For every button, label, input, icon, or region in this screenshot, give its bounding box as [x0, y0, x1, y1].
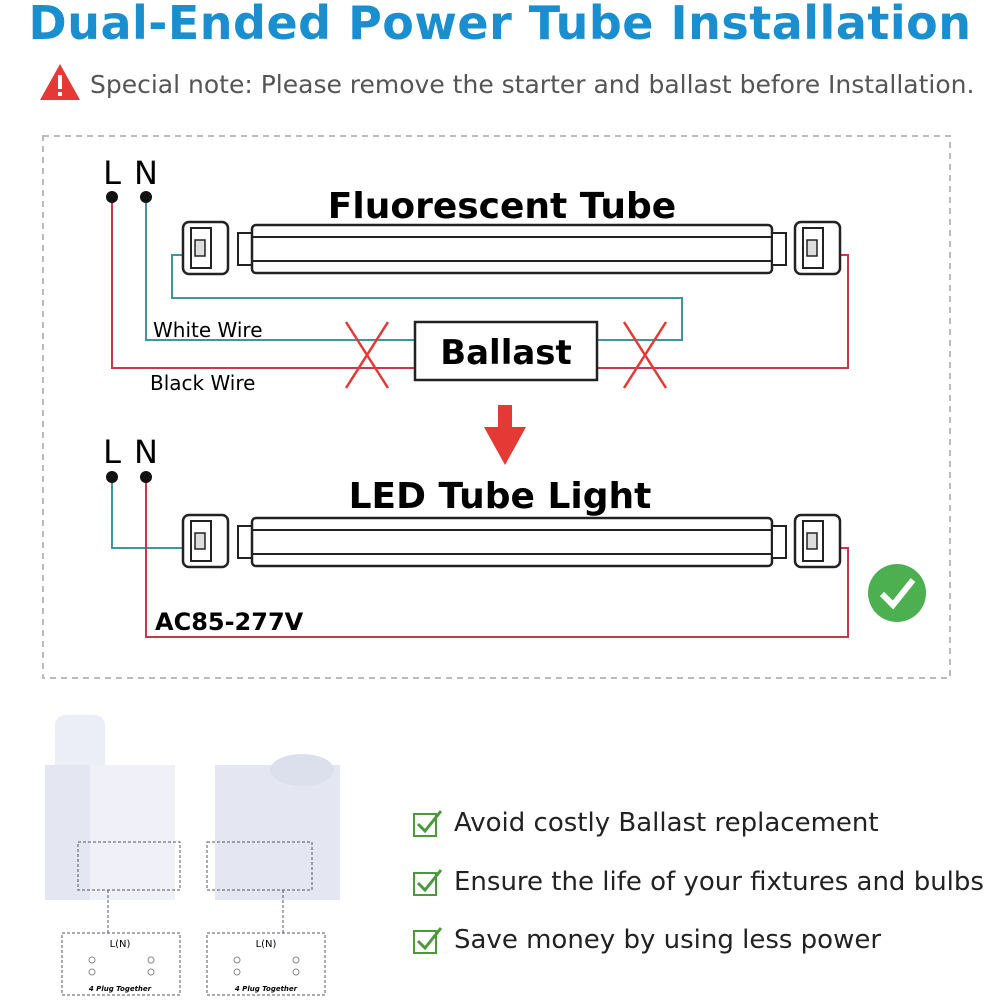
page-title: Dual-Ended Power Tube Installation: [28, 0, 972, 50]
top-label-l: L: [103, 154, 121, 192]
special-note: Special note: Please remove the starter …: [90, 70, 975, 99]
white-wire: [145, 197, 415, 341]
feature-item: Ensure the life of your fixtures and bul…: [412, 867, 984, 897]
warning-icon: [40, 64, 80, 100]
connector-label: L(N): [110, 939, 131, 950]
feature-text: Avoid costly Ballast replacement: [454, 808, 879, 838]
top-label-n: N: [134, 154, 158, 192]
checkbox-check-icon: [413, 869, 443, 896]
wiring-diagram: L N Fluorescent Tube White Wire Black Wi…: [42, 135, 951, 679]
connector-left: [45, 715, 181, 900]
connector-caption: 4 Plug Together: [89, 985, 152, 993]
ballast-label: Ballast: [440, 333, 572, 373]
connector-caption: 4 Plug Together: [235, 985, 298, 993]
feature-text: Ensure the life of your fixtures and bul…: [454, 867, 984, 897]
feature-item: Avoid costly Ballast replacement: [412, 808, 879, 838]
remove-x-icon: [344, 321, 668, 389]
arrow-down-icon: [484, 405, 526, 465]
black-wire: [111, 197, 415, 369]
check-circle-icon: [868, 564, 926, 622]
voltage-label: AC85-277V: [155, 608, 304, 636]
black-wire-label: Black Wire: [150, 371, 255, 395]
bottom-label-n: N: [134, 433, 158, 471]
feature-text: Save money by using less power: [454, 925, 882, 955]
checkbox-check-icon: [413, 810, 443, 837]
fluorescent-tube: [236, 223, 788, 275]
fluorescent-tube-label: Fluorescent Tube: [328, 186, 676, 227]
led-tube-label: LED Tube Light: [349, 476, 652, 517]
white-wire-label: White Wire: [153, 318, 263, 342]
checkbox-check-icon: [413, 927, 443, 954]
ballast-box: [413, 320, 599, 382]
bottom-label-l: L: [103, 433, 121, 471]
feature-item: Save money by using less power: [412, 925, 881, 955]
connector-illustrations: L(N) 4 Plug Together L(N) 4 Plug Togethe…: [45, 715, 340, 996]
diagram-frame: [42, 135, 951, 679]
connector-label: L(N): [256, 939, 277, 950]
led-tube: [236, 516, 788, 568]
connector-right: [206, 754, 340, 900]
